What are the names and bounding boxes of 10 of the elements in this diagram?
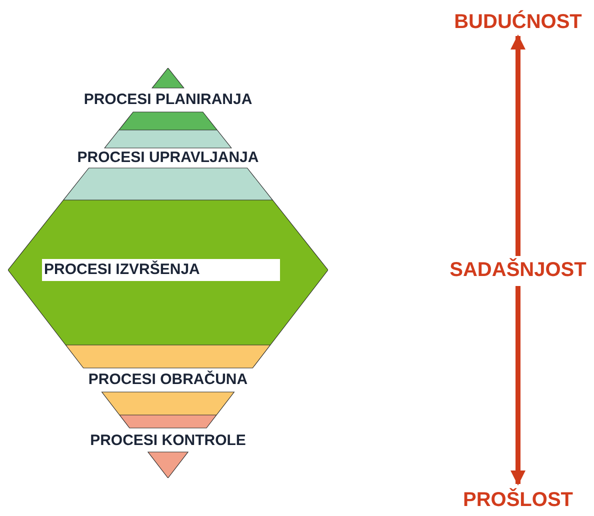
arrow xyxy=(510,286,526,486)
time-label: BUDUĆNOST xyxy=(454,10,582,34)
time-label: PROŠLOST xyxy=(463,488,573,512)
layer-label: PROCESI UPRAVLJANJA xyxy=(76,148,260,168)
layer-label: PROCESI KONTROLE xyxy=(89,431,247,451)
layer-label: PROCESI OBRAČUNA xyxy=(87,370,249,390)
layer-label: PROCESI PLANIRANJA xyxy=(82,90,254,110)
time-label: SADAŠNJOST xyxy=(450,258,586,282)
arrow xyxy=(510,34,526,256)
layer-label: PROCESI IZVRŠENJA xyxy=(42,259,280,281)
